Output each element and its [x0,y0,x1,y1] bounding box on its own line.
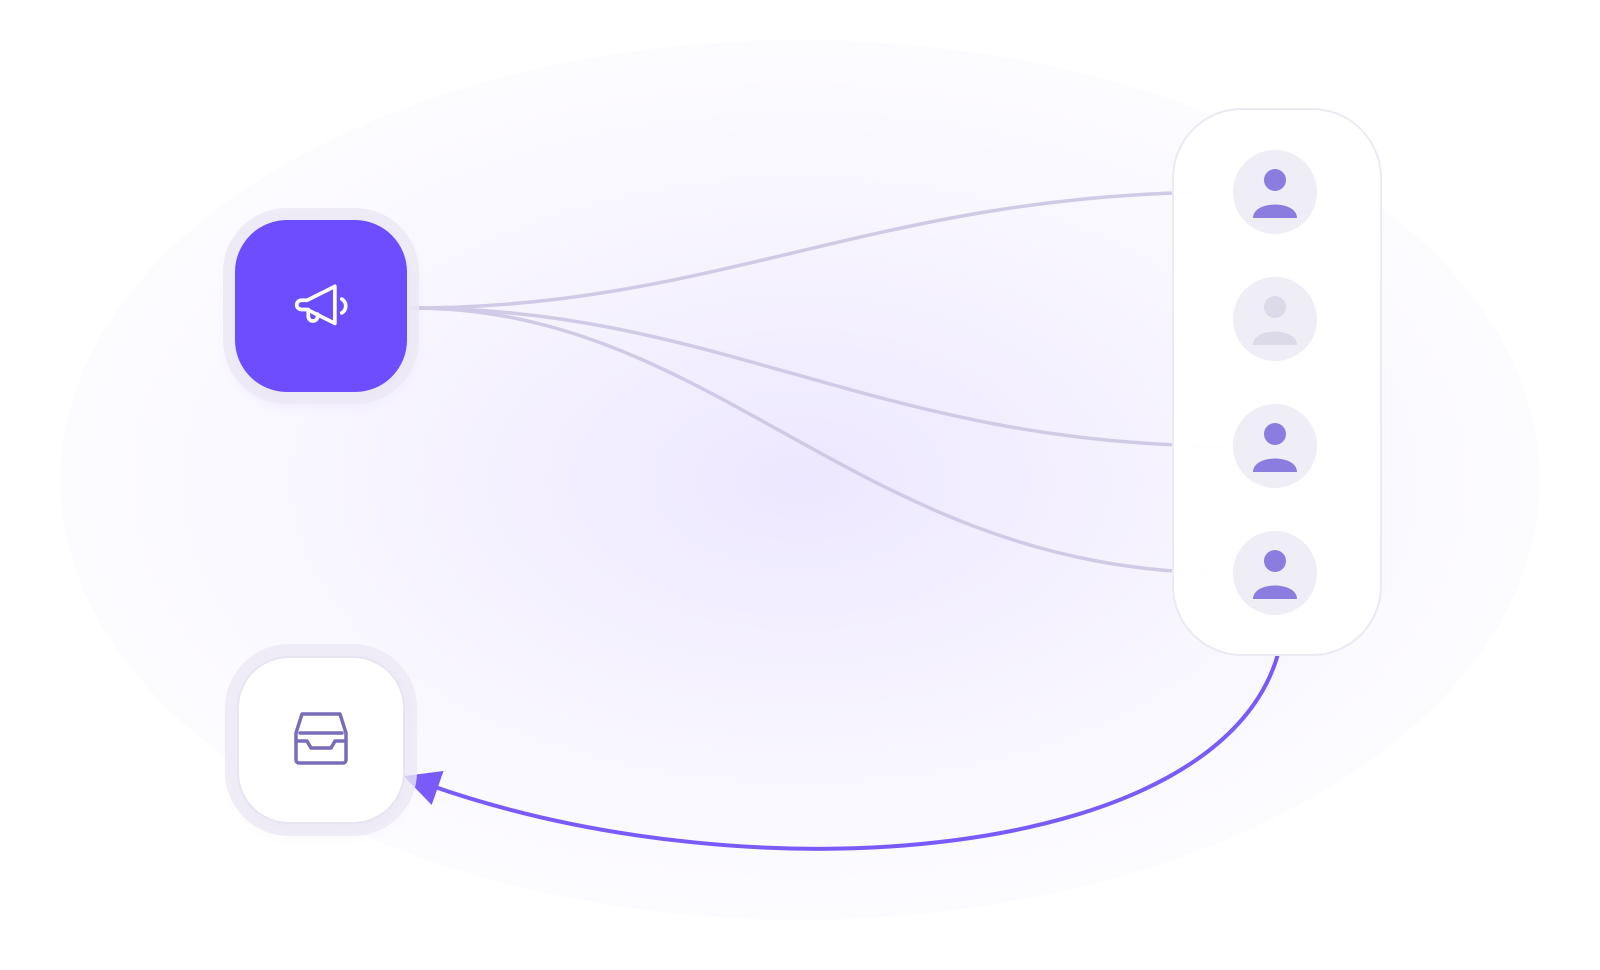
audience-avatar[interactable] [1233,150,1317,234]
user-icon [1253,169,1297,218]
audience-avatar[interactable] [1233,404,1317,488]
user-icon [1253,550,1297,599]
audience-avatar[interactable] [1233,531,1317,615]
audience-avatar-inactive[interactable] [1233,277,1317,361]
connector-campaign-to-avatar-3 [410,306,1230,448]
inbox-node[interactable] [237,656,405,824]
user-icon [1253,296,1297,345]
megaphone-icon [294,284,348,326]
inbox-tray-icon [294,712,348,765]
campaign-node[interactable] [235,220,407,392]
connector-audience-to-inbox [403,652,1280,851]
connector-campaign-to-avatar-4 [410,306,1230,575]
user-icon [1253,423,1297,472]
connector-campaign-to-avatar-1 [410,190,1230,310]
